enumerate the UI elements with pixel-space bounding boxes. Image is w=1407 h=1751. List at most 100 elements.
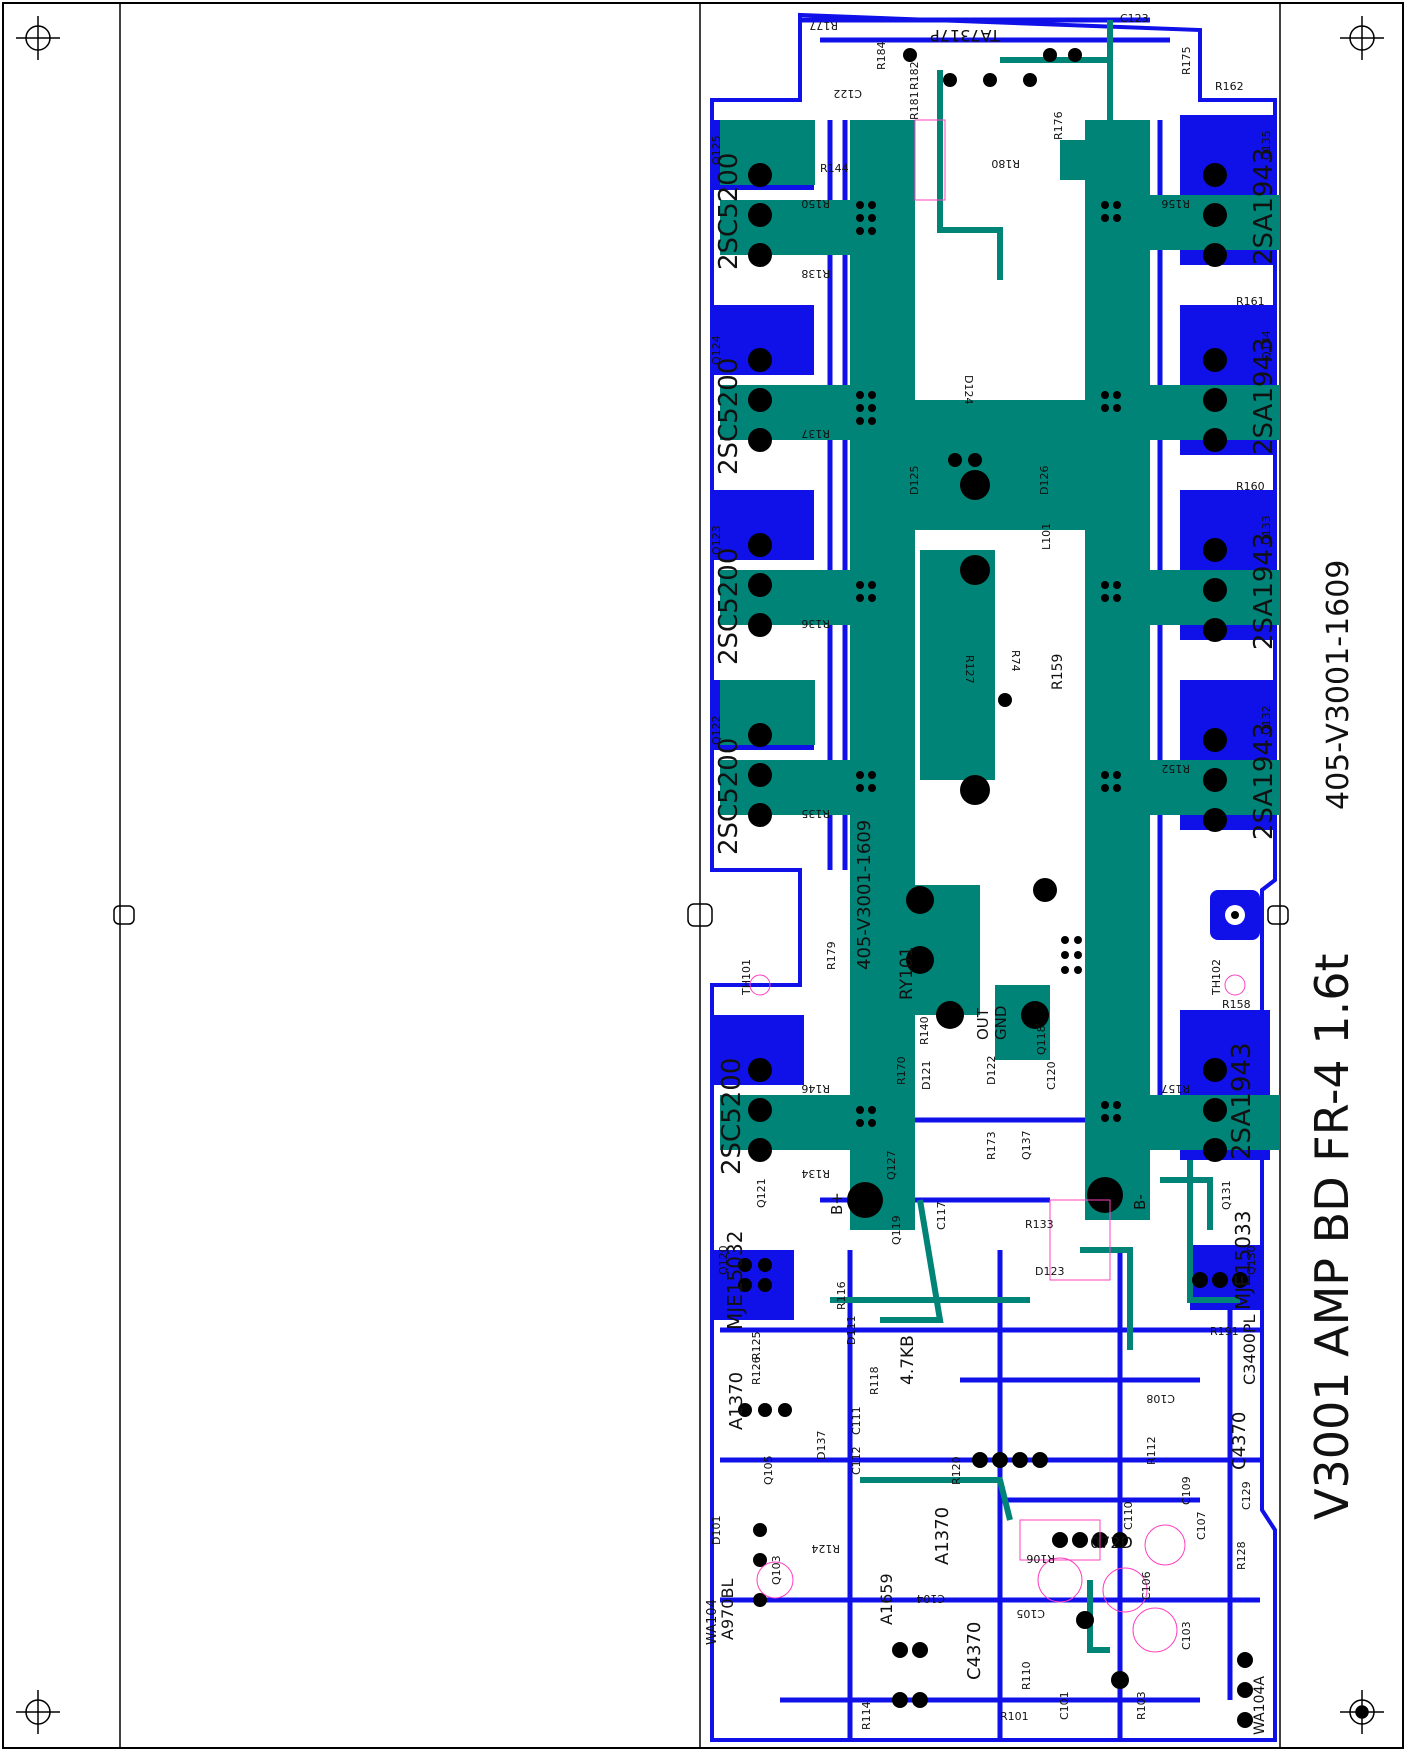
- silk-label-c4370a: C4370: [964, 1622, 985, 1680]
- silk-label-r181: R181: [908, 91, 921, 120]
- pnp-ref: Q132: [1260, 705, 1273, 735]
- frame-tab-center: [687, 903, 713, 927]
- ta7317p-label: TA7317P: [930, 26, 1001, 45]
- driver-ref: Q120: [717, 1245, 730, 1275]
- connector-labels: OUT GND B+ B- WA104A WA104 TA7317P: [705, 26, 1268, 1735]
- silk-label-q118: Q118: [1035, 1025, 1048, 1055]
- registration-mark-top-left: [16, 16, 60, 60]
- npn-ref: Q125: [710, 135, 723, 165]
- silk-label-c106: C106: [1140, 1571, 1153, 1600]
- silk-label-r150: R150: [801, 197, 830, 210]
- silk-label-r112: R112: [1145, 1436, 1158, 1465]
- silk-label-c117: C117: [935, 1201, 948, 1230]
- pnp-ref: Q131: [1220, 1180, 1233, 1210]
- silk-label-relay: RY101: [897, 946, 917, 1000]
- silk-label-r152: R152: [1161, 762, 1190, 775]
- driver-ref: Q130: [1245, 1245, 1258, 1275]
- mounting-hole-right: [1225, 905, 1245, 925]
- npn-label: 2SC5200: [714, 548, 744, 665]
- silk-label-d126: D126: [1038, 466, 1051, 495]
- silk-label-d121: D121: [920, 1061, 933, 1090]
- registration-mark-bottom-right: [1340, 1690, 1384, 1734]
- registration-mark-top-right: [1340, 16, 1384, 60]
- silk-label-r101: R101: [1000, 1710, 1029, 1723]
- component-labels: RY101 TH101 TH102 C3400PL A970BL A1659 C…: [710, 12, 1265, 1730]
- silk-label-r156: R156: [1161, 197, 1190, 210]
- small-pads: [738, 1258, 1253, 1728]
- silk-label-c110: C110: [1122, 1501, 1135, 1530]
- b-minus-label: B-: [1131, 1194, 1149, 1210]
- silk-label-r157: R157: [1161, 1082, 1190, 1095]
- board-outline: [710, 12, 1277, 1742]
- silk-label-c3400pl: C3400PL: [1240, 1314, 1259, 1385]
- silk-label-c122: C122: [833, 87, 862, 100]
- silk-label-q103: Q103: [770, 1555, 783, 1585]
- top-traces: [830, 20, 1240, 1653]
- board-part-number: 405-V3001-1609: [1321, 560, 1356, 810]
- npn-label: 2SC5200: [714, 738, 744, 855]
- npn-ref: Q122: [710, 715, 723, 745]
- npn-ref: Q123: [710, 525, 723, 555]
- via-clusters: [856, 201, 1121, 1127]
- npn-label: 2SC5200: [717, 1058, 747, 1175]
- silk-label-c111: C111: [850, 1406, 863, 1435]
- silk-label-r191: R191: [1210, 1325, 1239, 1338]
- silk-label-r162: R162: [1215, 80, 1244, 93]
- driver-label: MJE15033: [1231, 1211, 1255, 1310]
- silk-label-th102: TH102: [1210, 959, 1223, 996]
- silk-label-r110: R110: [1020, 1661, 1033, 1690]
- silk-label-d101: D101: [710, 1516, 723, 1545]
- silk-label-r173: R173: [985, 1131, 998, 1160]
- silk-label-r140: R140: [918, 1016, 931, 1045]
- silk-label-r159: R159: [1050, 654, 1066, 690]
- silk-label-q105: Q105: [762, 1455, 775, 1485]
- silk-label-r74: R74: [1009, 650, 1022, 672]
- silk-label-r136: R136: [801, 617, 830, 630]
- pads: [748, 48, 1227, 1218]
- board-title: V3001 AMP BD FR-4 1.6t: [1305, 953, 1359, 1520]
- pnp-ref: Q133: [1260, 515, 1273, 545]
- silk-label-r124: R124: [811, 1542, 840, 1555]
- silk-label-c101: C101: [1058, 1691, 1071, 1720]
- npn-label: 2SC5200: [714, 153, 744, 270]
- title-block: V3001 AMP BD FR-4 1.6t 405-V3001-1609 40…: [854, 560, 1359, 1520]
- pnp-label: 2SA1943: [1249, 723, 1279, 840]
- silk-label-r179: R179: [825, 941, 838, 970]
- silk-part-number: 405-V3001-1609: [854, 820, 875, 970]
- silk-label-r106: R106: [1026, 1552, 1055, 1565]
- pnp-ref: Q135: [1260, 130, 1273, 160]
- silk-label-d122: D122: [985, 1056, 998, 1085]
- silk-label-r177: R177: [809, 19, 838, 32]
- pnp-label: 2SA1943: [1249, 338, 1279, 455]
- wa104-label: WA104: [705, 1599, 720, 1645]
- frame-tab-right: [1267, 905, 1289, 925]
- npn-ref: Q121: [755, 1178, 768, 1208]
- frame-tab-left: [113, 905, 135, 925]
- silk-label-r146: R146: [801, 1082, 830, 1095]
- silkscreen-outlines: [749, 119, 1246, 1653]
- silk-label-r161: R161: [1236, 295, 1265, 308]
- silk-label-c108: C108: [1146, 1392, 1175, 1405]
- silk-label-r135: R135: [801, 807, 830, 820]
- transistor-labels: 2SC5200 2SC5200 2SC5200 2SC5200 2SC5200 …: [710, 130, 1279, 1330]
- silk-label-r127: R127: [963, 655, 976, 684]
- silk-label-c107: C107: [1195, 1511, 1208, 1540]
- silk-label-r128: R128: [1235, 1541, 1248, 1570]
- silk-label-r137: R137: [801, 427, 830, 440]
- silk-label-r125: R125: [750, 1331, 763, 1360]
- silk-label-a1659: A1659: [877, 1573, 896, 1625]
- silk-label-ic-072d: 072D: [1090, 1533, 1133, 1552]
- silk-label-r118: R118: [868, 1366, 881, 1395]
- silk-label-a970bl: A970BL: [718, 1579, 737, 1640]
- silk-label-c123: C123: [1120, 12, 1149, 25]
- pnp-label: 2SA1943: [1227, 1043, 1257, 1160]
- registration-mark-bottom-left: [16, 1690, 60, 1734]
- silk-label-c103: C103: [1180, 1621, 1193, 1650]
- silk-label-r170: R170: [895, 1056, 908, 1085]
- silk-label-d125: D125: [908, 466, 921, 495]
- bottom-traces: [720, 17, 1260, 1740]
- silk-label-r176: R176: [1052, 111, 1065, 140]
- silk-label-c120: C120: [1045, 1061, 1058, 1090]
